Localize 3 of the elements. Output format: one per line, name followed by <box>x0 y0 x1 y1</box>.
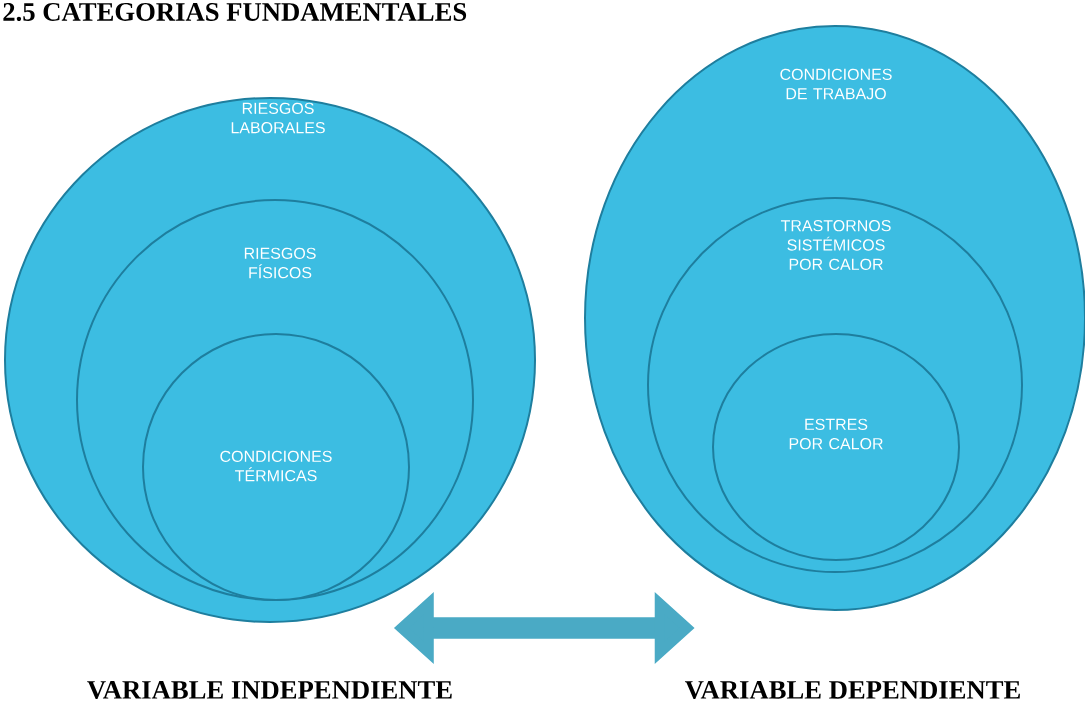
variable-label: VARIABLE INDEPENDIENTE <box>87 681 452 699</box>
title: 2.5 CATEGORIAS FUNDAMENTALES <box>3 3 467 21</box>
variable-label: VARIABLE DEPENDIENTE <box>685 681 1020 699</box>
